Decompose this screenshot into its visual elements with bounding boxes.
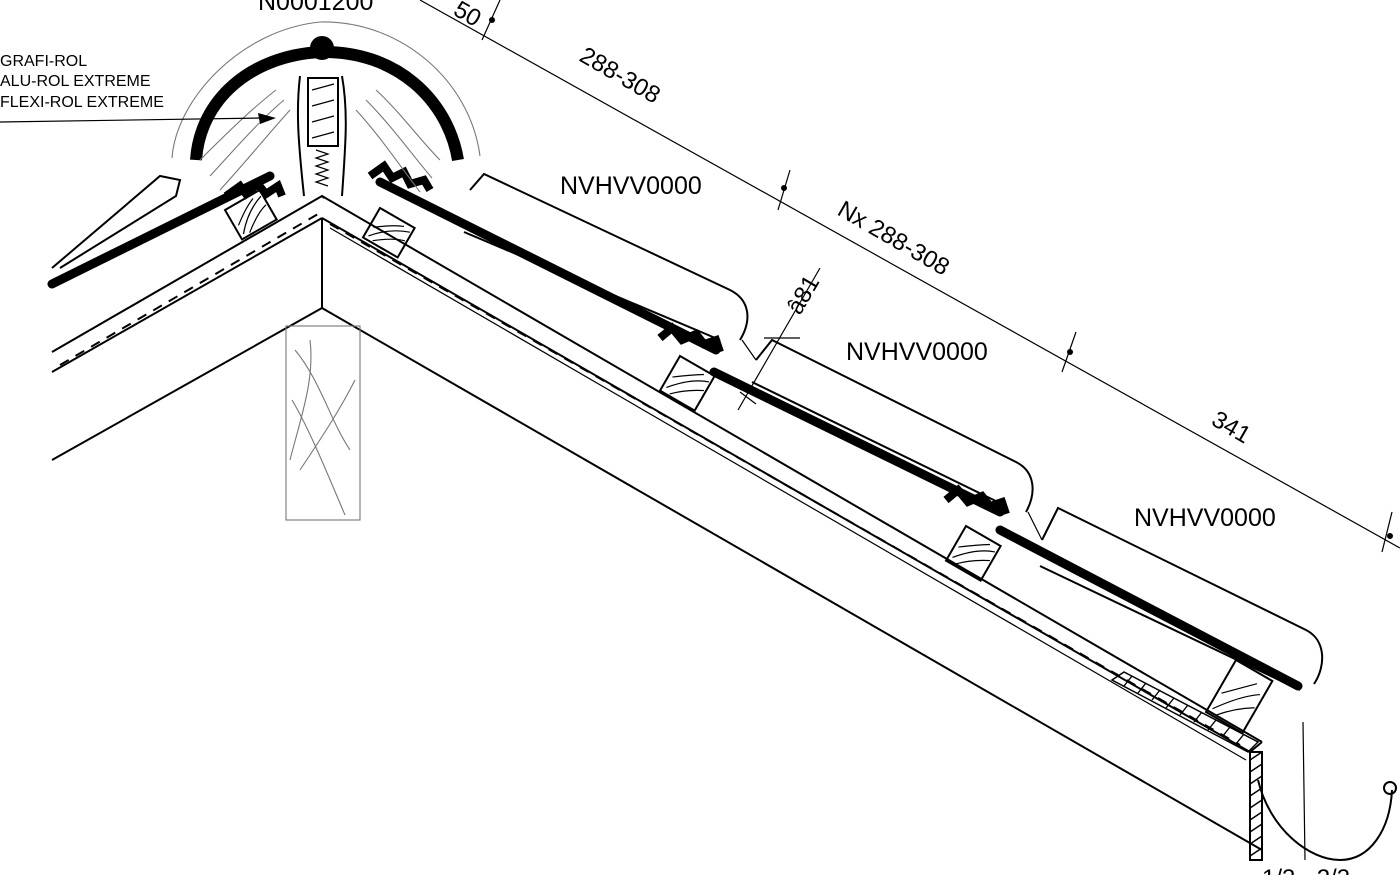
- top-partial-dimension: 50: [449, 0, 486, 33]
- tile-code-label-2: NVHVV0000: [846, 338, 988, 366]
- batten-spacing-repeat-dimension: Nx 288-308: [833, 196, 954, 281]
- gutter-partial-dimension: 1/3 - 2/3: [1262, 865, 1350, 875]
- batten-spacing-dimension: 288-308: [575, 42, 665, 109]
- roof-structure: [51, 194, 1263, 861]
- eaves-length-dimension: 341: [1207, 406, 1255, 449]
- ridge-assembly: [0, 21, 481, 197]
- tile-code-label-3: NVHVV0000: [1134, 504, 1276, 532]
- gutter: [1257, 721, 1397, 862]
- membrane-label-2: ALU-ROL EXTREME: [0, 73, 151, 90]
- membrane-label-3: FLEXI-ROL EXTREME: [0, 94, 164, 111]
- ridge-code-label: N0001200: [258, 0, 373, 16]
- membrane-label-1: GRAFI-ROL: [0, 53, 87, 70]
- overlap-dimension: â81: [782, 271, 825, 319]
- dimension-line: [419, 0, 1400, 553]
- roof-tiles: [47, 160, 1324, 691]
- battens: [223, 188, 1274, 735]
- tile-code-label-1: NVHVV0000: [560, 172, 702, 200]
